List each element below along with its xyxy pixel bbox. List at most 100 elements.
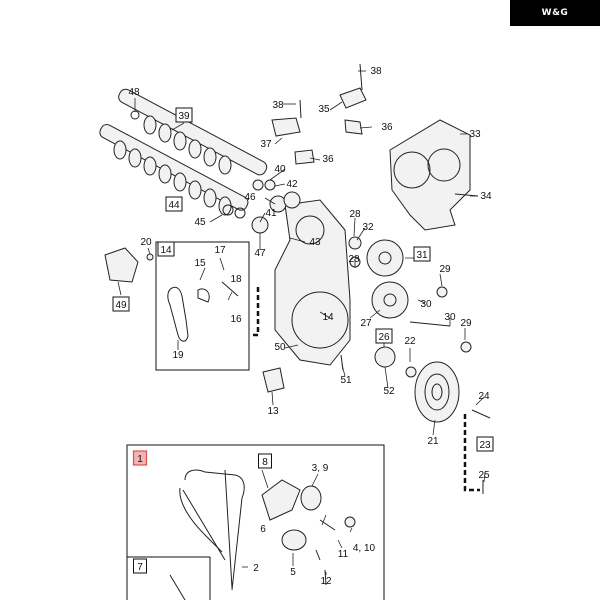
callout-c35: 35 bbox=[318, 104, 330, 115]
callout-number: 24 bbox=[478, 391, 490, 402]
callout-c7: 7 bbox=[133, 558, 147, 574]
callout-number: 22 bbox=[404, 336, 416, 347]
callout-number: 27 bbox=[360, 318, 372, 329]
callout-c48: 48 bbox=[128, 87, 140, 98]
callout-box bbox=[133, 558, 147, 574]
callout-c33: 33 bbox=[469, 129, 481, 140]
detail-frame-1 bbox=[126, 444, 385, 600]
timing-case-cover bbox=[274, 199, 351, 366]
callout-number: 32 bbox=[362, 222, 374, 233]
callout-c13: 13 bbox=[267, 406, 279, 417]
callout-c43: 43 bbox=[309, 237, 321, 248]
callout-c16: 16 bbox=[230, 314, 242, 325]
callout-number: 36 bbox=[322, 154, 334, 165]
callout-number: 11 bbox=[338, 549, 349, 560]
callout-number: 14 bbox=[160, 245, 172, 256]
callout-number: 40 bbox=[274, 164, 286, 175]
callout-c34: 34 bbox=[480, 191, 492, 202]
callout-number: 23 bbox=[479, 440, 491, 451]
callout-number: 12 bbox=[320, 576, 332, 587]
callout-number: 29 bbox=[460, 318, 472, 329]
callout-c32: 32 bbox=[362, 222, 374, 233]
callout-c2: 2 bbox=[253, 563, 259, 574]
callout-box bbox=[258, 453, 272, 469]
crank-pulley bbox=[405, 341, 472, 423]
callout-number: 44 bbox=[168, 200, 180, 211]
callout-c44: 44 bbox=[165, 196, 183, 212]
callout-box bbox=[157, 241, 175, 257]
callout-number: 5 bbox=[290, 567, 296, 578]
callout-number: 46 bbox=[244, 192, 256, 203]
callout-number: 52 bbox=[383, 386, 395, 397]
callout-number: 38 bbox=[272, 100, 284, 111]
callout-c14b: 14 bbox=[322, 312, 334, 323]
callout-number: 28 bbox=[349, 209, 361, 220]
callout-number: 16 bbox=[230, 314, 242, 325]
callout-c6: 6 bbox=[260, 524, 266, 535]
callout-number: 36 bbox=[381, 122, 393, 133]
callout-c23: 23 bbox=[476, 436, 494, 452]
callout-number: 30 bbox=[444, 312, 456, 323]
callout-c26: 26 bbox=[375, 328, 393, 344]
callout-number: 47 bbox=[254, 248, 266, 259]
callout-c36a: 36 bbox=[381, 122, 393, 133]
callout-c38a: 38 bbox=[370, 66, 382, 77]
callout-c42: 42 bbox=[286, 179, 298, 190]
callout-number: 41 bbox=[265, 208, 277, 219]
tensioner bbox=[169, 479, 356, 600]
callout-number: 4, 10 bbox=[353, 543, 376, 554]
callout-box bbox=[165, 196, 183, 212]
dashed-link-14 bbox=[252, 287, 260, 337]
callout-number: 25 bbox=[478, 470, 490, 481]
callout-number: 43 bbox=[309, 237, 321, 248]
camshafts bbox=[99, 88, 268, 216]
callout-c40: 40 bbox=[274, 164, 286, 175]
callout-c50: 50 bbox=[274, 342, 286, 353]
callout-c49: 49 bbox=[112, 296, 130, 312]
callout-number: 20 bbox=[140, 237, 152, 248]
callout-c22: 22 bbox=[404, 336, 416, 347]
callout-c47: 47 bbox=[254, 248, 266, 259]
callout-number: 14 bbox=[322, 312, 334, 323]
callout-c17: 17 bbox=[214, 245, 226, 256]
callout-c19: 19 bbox=[172, 350, 184, 361]
timing-belt bbox=[167, 281, 239, 342]
callout-number: 31 bbox=[416, 250, 428, 261]
callout-number: 48 bbox=[128, 87, 140, 98]
callout-c18: 18 bbox=[230, 274, 242, 285]
callout-box bbox=[413, 246, 431, 262]
callout-number: 28 bbox=[348, 254, 360, 265]
callout-number: 21 bbox=[427, 436, 439, 447]
callout-box bbox=[375, 328, 393, 344]
callout-number: 1 bbox=[137, 454, 143, 465]
callout-c8: 8 bbox=[258, 453, 272, 469]
callout-c11: 11 bbox=[338, 549, 349, 560]
callout-c30a: 30 bbox=[420, 299, 432, 310]
callout-number: 19 bbox=[172, 350, 184, 361]
detail-frame-14 bbox=[155, 241, 250, 371]
callout-box bbox=[112, 296, 130, 312]
callout-number: 30 bbox=[420, 299, 432, 310]
callout-number: 15 bbox=[194, 258, 206, 269]
leader-lines bbox=[117, 70, 486, 483]
callout-c29a: 29 bbox=[439, 264, 451, 275]
dashed-link-23 bbox=[463, 414, 480, 492]
callout-c36b: 36 bbox=[322, 154, 334, 165]
small-parts bbox=[104, 63, 491, 494]
gears bbox=[348, 236, 409, 368]
callout-c39: 39 bbox=[175, 107, 193, 123]
callout-c25: 25 bbox=[478, 470, 490, 481]
callout-number: 45 bbox=[194, 217, 206, 228]
callout-c1: 1 bbox=[132, 450, 148, 466]
callout-number: 35 bbox=[318, 104, 330, 115]
callout-number: 2 bbox=[253, 563, 259, 574]
callout-number: 13 bbox=[267, 406, 279, 417]
callout-c27: 27 bbox=[360, 318, 372, 329]
callout-c5: 5 bbox=[290, 567, 296, 578]
callout-c45: 45 bbox=[194, 217, 206, 228]
callout-c37: 37 bbox=[260, 139, 272, 150]
callout-number: 50 bbox=[274, 342, 286, 353]
callout-number: 18 bbox=[230, 274, 242, 285]
accessory-belt bbox=[179, 469, 245, 591]
